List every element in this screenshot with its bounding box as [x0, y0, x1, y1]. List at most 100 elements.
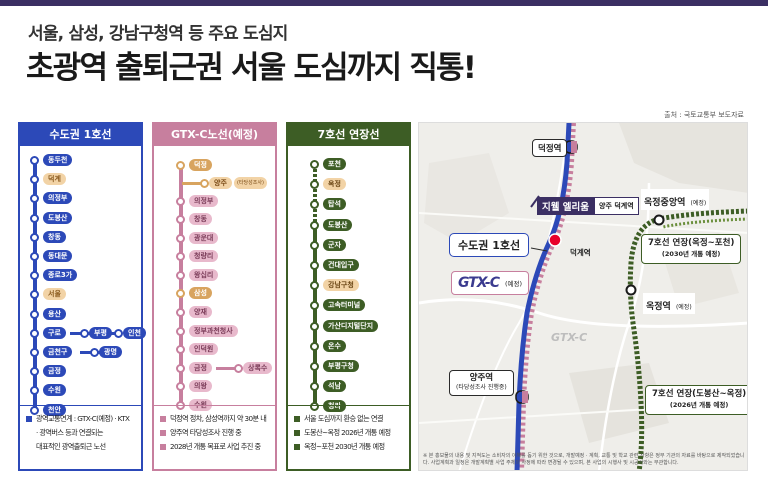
line7-rail: [313, 224, 317, 407]
map-okjeong-name: 옥정역: [646, 302, 671, 312]
line7-note: 도봉산~옥정 2026년 개통 예정: [304, 428, 391, 437]
line7-station-label: 군자: [323, 238, 346, 251]
line7-rail-dashed: [313, 164, 317, 225]
gtxc-branch-sangroksu: [216, 367, 242, 370]
line1-station-label: 구로: [43, 326, 66, 339]
map-complex-badge: 지웰 엘리움 양주 덕계역: [537, 197, 639, 215]
map-gtxc-logo-box: GTX-C (예정): [451, 271, 530, 295]
map-ext2-note: (2026년 개통 예정): [669, 401, 729, 409]
page-headline: 초광역 출퇴근권 서울 도심까지 직통!: [26, 50, 477, 86]
line1-station-dot: [30, 367, 39, 377]
gtxc-station-dot: [176, 161, 185, 170]
gtxc-station-label: 덕정: [189, 159, 212, 171]
line7-station-label: 옥정: [323, 178, 346, 191]
line1-station-label: 천안: [43, 403, 66, 416]
line1-station-label: 동대문: [43, 250, 73, 262]
line7-station-label: 온수: [323, 339, 346, 352]
line1-station-dot: [30, 386, 39, 396]
source-note: 출처 : 국토교통부 보도자료: [664, 111, 744, 119]
gtxc-station-dot: [176, 382, 185, 391]
line7-station-dot: [310, 200, 319, 210]
map-okjeong-jungang-name: 옥정중앙역: [644, 198, 686, 208]
line7-station-label: 도봉산: [323, 218, 353, 231]
line1-station-label: 금천구: [43, 346, 73, 358]
line7-panel-title: 7호선 연장선: [288, 124, 409, 146]
line1-station-label: 의정부: [43, 192, 73, 205]
line1-branch-label: 인천: [123, 326, 146, 339]
map-disclaimer: ※ 본 홍보물의 내용 및 지적도는 소비자의 이해를 돕기 위한 것으로, 개…: [423, 453, 745, 466]
line1-station-dot: [30, 156, 39, 165]
gtxc-branch-yangju: [182, 182, 202, 185]
line1-note: · 광역버스 등과 연결되는: [36, 428, 103, 437]
map-ext1-box: 7호선 연장(옥정~포천) (2030년 개통 예정): [641, 234, 742, 264]
gtxc-branch-dot: [200, 179, 209, 188]
line7-station-dot: [310, 301, 319, 311]
route-map: 덕정역 지웰 엘리움 양주 덕계역 수도권 1호선 덕계역 GTX-C (예정)…: [418, 122, 748, 471]
map-ext1-title: 7호선 연장(옥정~포천): [648, 238, 735, 248]
line1-branch-dot: [114, 328, 123, 338]
map-label-deokgye: 덕계역: [570, 248, 591, 257]
line1-station-dot: [30, 232, 39, 242]
line7-station-dot: [310, 281, 319, 291]
gtxc-station-label: 창동: [189, 213, 212, 225]
gtxc-branch-dot: [234, 364, 243, 373]
line1-panel-title: 수도권 1호선: [20, 124, 141, 146]
gtxc-station-dot: [176, 364, 185, 373]
line1-station-dot: [30, 348, 39, 357]
line1-notes: 광역교통연계 : GTX-C(예정) · KTX · 광역버스 등과 연결되는 …: [20, 405, 141, 469]
line1-branch-dot: [90, 348, 99, 357]
gtxc-station-label: 왕십리: [189, 269, 219, 281]
line1-station-label: 서울: [43, 288, 66, 301]
gtxc-logo-note: (예정): [505, 280, 523, 288]
gtxc-station-label: 정부과천청사: [189, 325, 238, 337]
gtxc-station-label: 삼성: [189, 287, 212, 299]
gtxc-station-dot: [176, 327, 185, 336]
map-okjeong-note: (예정): [675, 304, 692, 311]
line1-branch-label: 광명: [99, 346, 122, 358]
map-label-deokjeong: 덕정역: [532, 139, 568, 157]
line1-branch-label: 부평: [89, 326, 112, 339]
map-ext2-title: 7호선 연장(도봉산~옥정): [652, 389, 747, 399]
line1-station-label: 도봉산: [43, 211, 73, 224]
gtxc-station-dot: [176, 271, 185, 280]
gtxc-note: 덕정역 정차, 삼성역까지 약 30분 내: [170, 414, 267, 423]
gtxc-panel-title: GTX-C노선(예정): [154, 124, 275, 146]
line1-station-dot: [30, 194, 39, 204]
map-label-okjeong-jungang: 옥정중앙역 (예정): [641, 189, 710, 210]
line7-station-dot: [310, 220, 319, 230]
line1-note: 대표적인 광역출퇴근 노선: [36, 442, 106, 451]
gtxc-note: 양주역 타당성조사 진행 중: [170, 428, 242, 437]
line7-station-dot: [310, 261, 319, 270]
line1-station-label: 금정: [43, 365, 66, 378]
line7-station-label: 강남구청: [323, 279, 359, 292]
line1-station-dot: [30, 175, 39, 185]
gtxc-station-dot: [176, 197, 185, 206]
line1-station-label: 창동: [43, 230, 66, 243]
gtxc-station-label: 의왕: [189, 380, 212, 392]
gtxc-branch-label: 양주: [209, 177, 232, 189]
line1-station-dot: [30, 309, 39, 319]
top-accent-bar: [0, 0, 768, 6]
gtxc-branch-label: 상록수: [243, 362, 273, 374]
line1-rail: [33, 160, 37, 410]
gtxc-station-label: 금정: [189, 362, 212, 374]
line7-station-dot: [310, 402, 319, 412]
line7-station-dot: [310, 382, 319, 392]
line7-station-label: 부평구청: [323, 360, 359, 372]
line7-station-dot: [310, 341, 319, 351]
map-yangju-name: 양주역: [469, 373, 494, 383]
line1-station-dot: [30, 213, 39, 223]
line7-notes: 서울 도심까지 환승 없는 연결 도봉산~옥정 2026년 개통 예정 옥정~포…: [288, 405, 409, 469]
line7-station-dot: [310, 321, 319, 331]
line7-station-dot: [310, 362, 319, 371]
map-label-okjeong: 옥정역 (예정): [643, 293, 695, 314]
map-ext2-box: 7호선 연장(도봉산~옥정) (2026년 개통 예정): [645, 385, 747, 415]
gtxc-station-dot: [176, 252, 185, 261]
line7-note: 옥정~포천 2030년 개통 예정: [304, 442, 385, 451]
gtxc-branch-note-pill: (타당성조사): [234, 177, 267, 189]
map-label-yangju: 양주역 (타당성조사 진행중): [449, 370, 514, 396]
line7-station-label: 청라: [323, 400, 346, 413]
gtxc-station-dot: [176, 215, 185, 224]
